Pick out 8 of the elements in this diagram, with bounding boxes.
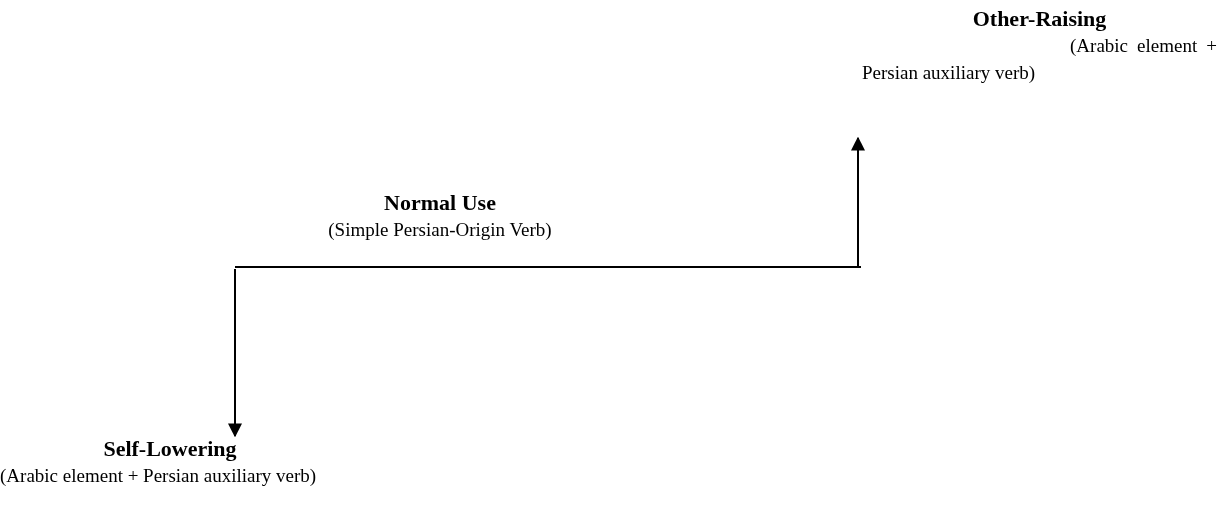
description-text: (Simple Persian-Origin Verb) [327, 218, 553, 242]
arrow [228, 268, 242, 438]
description-text: (Arabic element + Persian auxiliary verb) [0, 464, 318, 488]
heading-text: Other-Raising [971, 6, 1108, 32]
arrow [851, 136, 865, 268]
heading-text: Normal Use [383, 190, 497, 216]
heading-text: Self-Lowering [102, 436, 238, 462]
description-text: (Arabic element + Persian auxiliary verb) [862, 34, 1217, 85]
